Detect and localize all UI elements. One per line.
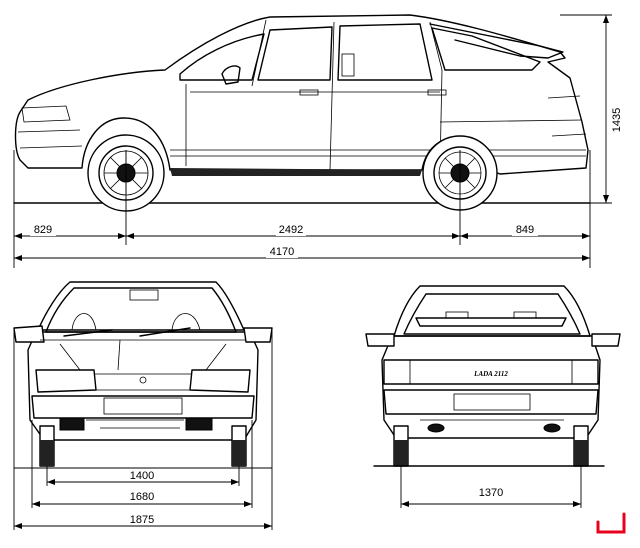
- side-view: [13, 14, 591, 212]
- dim-rear-track: 1370: [479, 487, 503, 499]
- dim-overall-width: 1875: [130, 514, 154, 526]
- rear-badge: LADA 2112: [473, 370, 508, 378]
- dim-wheelbase: 2492: [279, 224, 303, 236]
- front-view: [13, 281, 273, 467]
- dim-height: 1435: [611, 108, 623, 132]
- dim-front-track: 1400: [130, 470, 154, 482]
- dim-front-overhang: 829: [34, 224, 52, 236]
- front-dimensions: [13, 330, 273, 530]
- rear-dimensions: [400, 466, 582, 508]
- dim-rear-overhang: 849: [516, 224, 534, 236]
- corner-logo: [596, 512, 626, 534]
- rear-view: [365, 285, 621, 467]
- dim-body-width: 1680: [130, 491, 154, 503]
- dim-overall-length: 4170: [270, 246, 294, 258]
